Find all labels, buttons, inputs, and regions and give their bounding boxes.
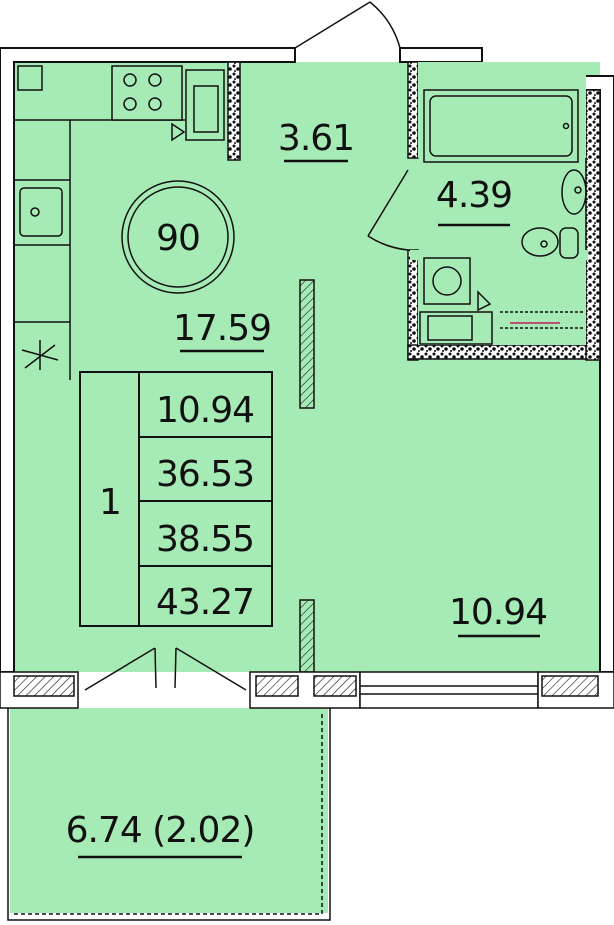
summary-area-2: 36.53 bbox=[156, 454, 254, 495]
toilet-icon bbox=[521, 227, 559, 257]
sink-icon bbox=[561, 169, 587, 215]
bathroom-fixtures bbox=[419, 89, 587, 345]
table-diameter-label: 90 bbox=[156, 218, 200, 259]
bathroom-walls bbox=[227, 61, 601, 361]
washer-icon bbox=[423, 257, 471, 305]
area-summary-table bbox=[79, 371, 273, 627]
floor-areas bbox=[10, 62, 600, 913]
summary-area-1: 10.94 bbox=[156, 390, 254, 431]
table-icon bbox=[121, 180, 235, 294]
bathtub-icon bbox=[423, 89, 579, 163]
summary-area-4: 43.27 bbox=[156, 582, 254, 623]
bottom-wall bbox=[0, 671, 614, 709]
room-area-label: 10.94 bbox=[449, 592, 547, 633]
room-count: 1 bbox=[99, 482, 121, 523]
partitions bbox=[299, 279, 315, 673]
kitchen-area-label: 17.59 bbox=[173, 308, 271, 349]
balcony-floor bbox=[10, 708, 328, 913]
bathroom-area-label: 4.39 bbox=[436, 175, 512, 216]
summary-area-3: 38.55 bbox=[156, 519, 254, 560]
kitchen-counter bbox=[14, 65, 225, 380]
doors bbox=[84, 1, 409, 691]
balcony-border bbox=[7, 708, 331, 921]
hall-area-label: 3.61 bbox=[278, 118, 354, 159]
balcony-area-label: 6.74 (2.02) bbox=[66, 810, 255, 851]
